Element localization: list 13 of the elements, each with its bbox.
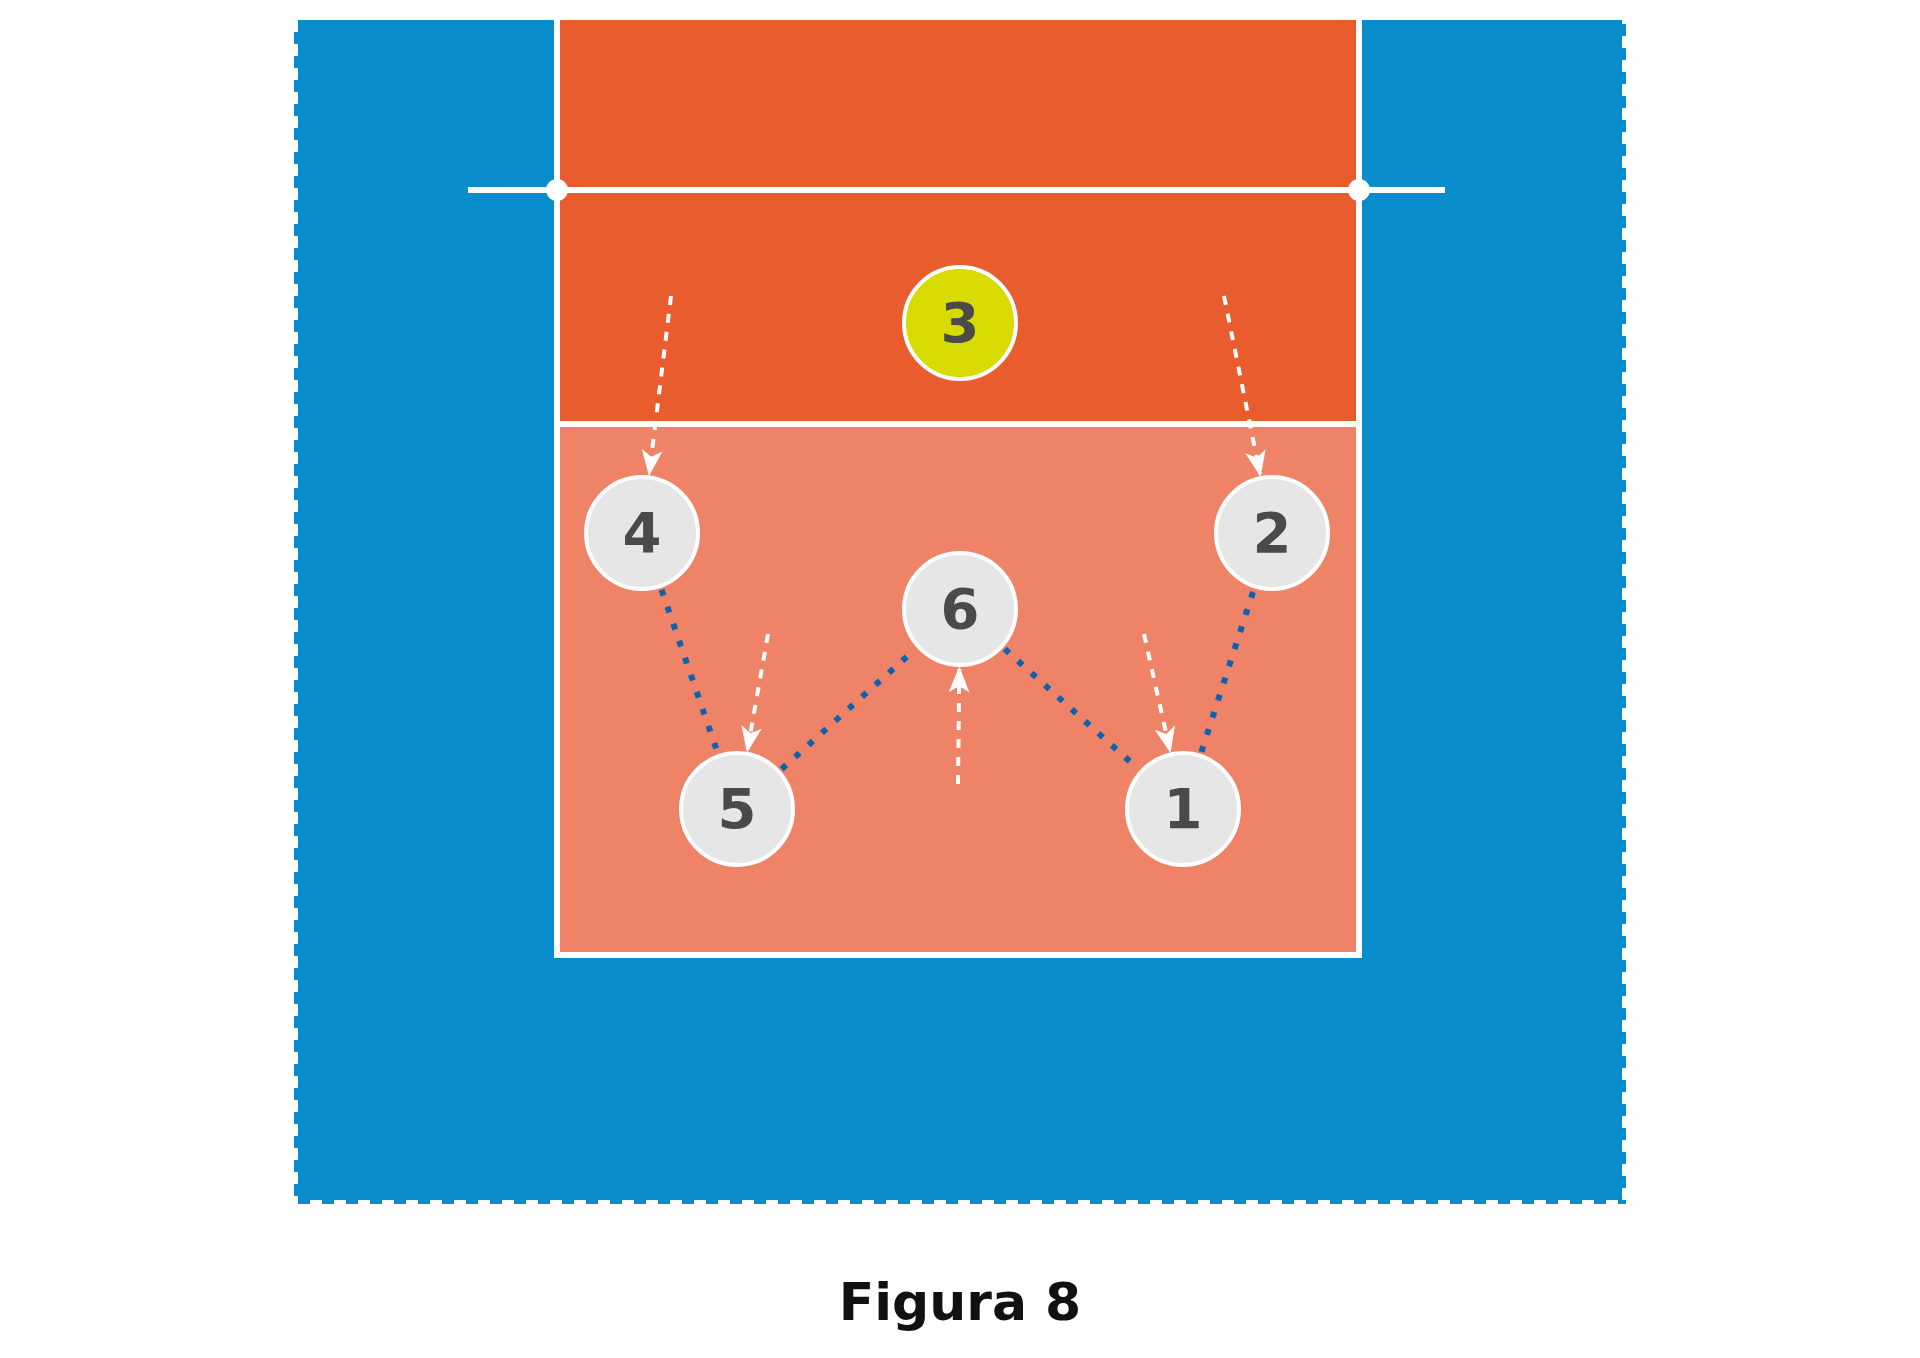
figure-caption: Figura 8	[838, 1272, 1082, 1332]
movement-arrow	[641, 295, 673, 476]
player-number: 6	[940, 581, 980, 637]
movement-arrow	[1142, 633, 1175, 753]
player-number: 2	[1252, 505, 1292, 561]
player-number: 3	[940, 295, 980, 351]
player-number: 5	[717, 781, 757, 837]
dotted-line	[1198, 589, 1257, 753]
player-number: 4	[622, 505, 662, 561]
movement-arrow	[948, 666, 970, 785]
movement-arrow	[1222, 295, 1266, 477]
player-number: 1	[1163, 781, 1203, 837]
movement-arrow	[741, 633, 770, 753]
